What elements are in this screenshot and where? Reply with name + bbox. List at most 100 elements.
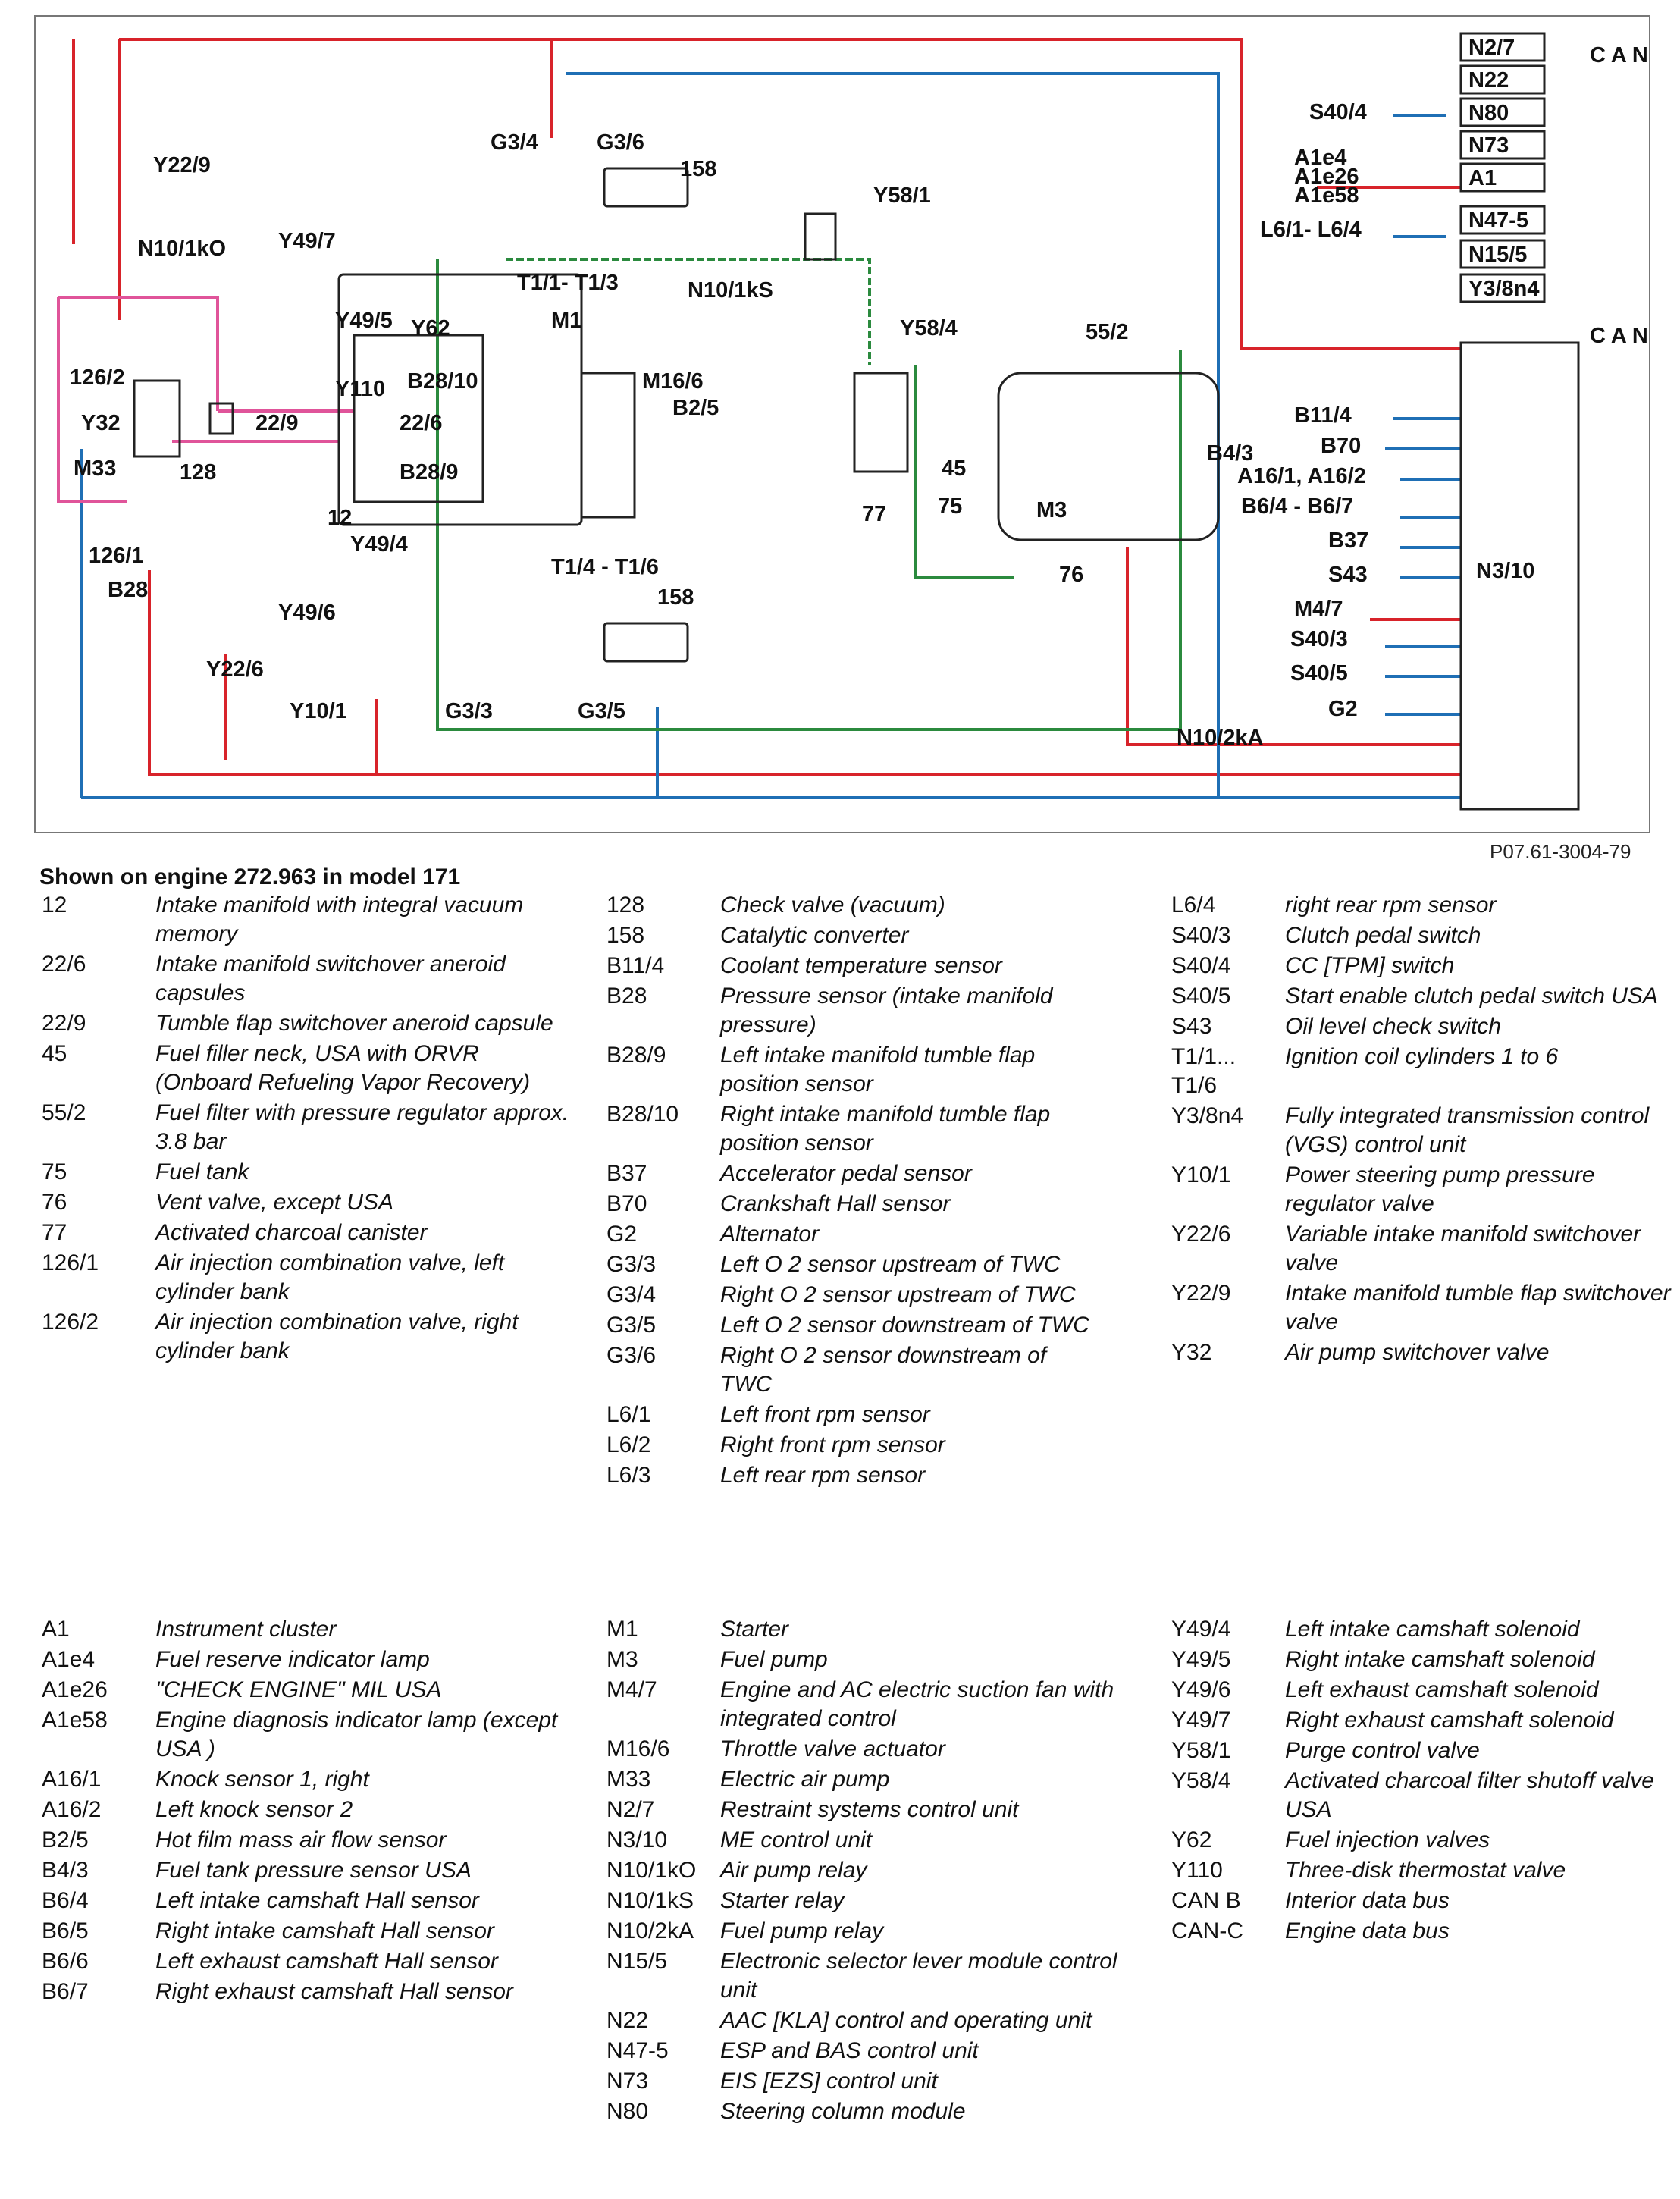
legend-description: Left O 2 sensor downstream of TWC — [720, 1313, 1089, 1338]
legend-code: A1e4 — [42, 1647, 96, 1672]
legend-description: Interior data bus — [1285, 1888, 1450, 1913]
legend-code: B6/6 — [42, 1949, 89, 1974]
legend-row: B70 Crankshaft Hall sensor — [606, 1190, 1099, 1219]
legend-description: Purge control valve — [1285, 1738, 1480, 1763]
legend-row: A1e26"CHECK ENGINE" MIL USA — [42, 1676, 572, 1705]
legend-description: Power steering pump pressure regulator v… — [1285, 1162, 1595, 1216]
component-label: T1/4 - T1/6 — [551, 555, 659, 579]
component-label: 128 — [180, 460, 216, 485]
intake-manifold — [353, 334, 484, 503]
legend-code: 128 — [606, 892, 645, 918]
bus-module-label: N2/7 — [1468, 36, 1515, 60]
legend-description: Intake manifold tumble flap switchover v… — [1285, 1281, 1671, 1335]
charcoal-canister — [853, 372, 909, 473]
component-label: N10/1kS — [688, 278, 773, 303]
legend-code: M1 — [606, 1617, 638, 1642]
component-label: 45 — [942, 456, 966, 481]
components — [133, 167, 1580, 811]
legend-code: A16/2 — [42, 1797, 102, 1822]
legend-description: Fuel tank — [155, 1159, 249, 1184]
component-label: Y58/4 — [900, 316, 958, 340]
figure-reference: P07.61-3004-79 — [1490, 840, 1631, 863]
component-label: B70 — [1321, 434, 1361, 458]
legend-row: N3/10 ME control unit — [606, 1826, 1137, 1855]
legend-code: T1/1... T1/6 — [1171, 1044, 1236, 1098]
legend-code: L6/2 — [606, 1432, 651, 1457]
bus-module-box — [1459, 205, 1546, 235]
component-label: B6/4 - B6/7 — [1241, 494, 1353, 519]
legend-code: Y32 — [1171, 1340, 1212, 1365]
legend-code: CAN-C — [1171, 1918, 1243, 1943]
legend-code: CAN B — [1171, 1888, 1241, 1913]
component-label: 158 — [657, 585, 694, 610]
component-label: B28/9 — [400, 460, 458, 485]
legend-code: B37 — [606, 1161, 647, 1186]
component-label: 22/6 — [400, 411, 442, 435]
legend-code: Y3/8n4 — [1171, 1103, 1244, 1128]
component-label: S43 — [1328, 563, 1368, 587]
legend-description: Engine diagnosis indicator lamp (except … — [155, 1708, 558, 1761]
legend-description: Fuel filler neck, USA with ORVR (Onboard… — [155, 1041, 531, 1095]
component-label: Y62 — [411, 316, 450, 340]
legend-description: Crankshaft Hall sensor — [720, 1191, 951, 1216]
legend-row: T1/1... T1/6 Ignition coil cylinders 1 to… — [1171, 1043, 1679, 1100]
legend-description: Fuel injection valves — [1285, 1827, 1490, 1852]
legend-description: Intake manifold with integral vacuum mem… — [155, 892, 524, 946]
legend-row: CAN B Interior data bus — [1171, 1887, 1679, 1915]
bus-module-box — [1459, 97, 1546, 127]
legend-code: B6/4 — [42, 1888, 89, 1913]
legend-code: B6/7 — [42, 1979, 89, 2004]
legend-description: Ignition coil cylinders 1 to 6 — [1285, 1044, 1559, 1069]
legend-code: Y49/4 — [1171, 1617, 1231, 1642]
legend-code: B70 — [606, 1191, 647, 1216]
legend-description: Alternator — [720, 1222, 820, 1247]
component-label: T1/1- T1/3 — [517, 271, 619, 295]
legend-code: N80 — [606, 2099, 649, 2124]
legend-description: Left intake manifold tumble flap positio… — [720, 1043, 1036, 1096]
legend-description: Left rear rpm sensor — [720, 1463, 926, 1488]
legend-description: Right intake manifold tumble flap positi… — [720, 1102, 1051, 1156]
component-label: S40/3 — [1290, 627, 1348, 651]
component-label: B37 — [1328, 529, 1368, 553]
check-valve — [208, 402, 234, 435]
legend-description: right rear rpm sensor — [1285, 892, 1497, 918]
component-label: M33 — [74, 456, 116, 481]
legend-description: Right intake camshaft solenoid — [1285, 1647, 1595, 1672]
component-label: M1 — [551, 309, 581, 333]
legend-description: Fuel reserve indicator lamp — [155, 1647, 430, 1672]
legend-row: A1e4 Fuel reserve indicator lamp — [42, 1645, 572, 1674]
catalytic-converter-right — [603, 167, 689, 208]
legend-description: Left intake camshaft solenoid — [1285, 1617, 1580, 1642]
legend-description: Fuel filter with pressure regulator appr… — [155, 1100, 569, 1154]
legend-code: N3/10 — [606, 1827, 668, 1852]
legend-code: B2/5 — [42, 1827, 89, 1852]
legend-code: B4/3 — [42, 1858, 89, 1883]
bus-module-box — [1459, 239, 1546, 269]
legend-description: Steering column module — [720, 2099, 966, 2124]
legend-description: Fuel tank pressure sensor USA — [155, 1858, 472, 1883]
legend-description: Clutch pedal switch — [1285, 923, 1481, 948]
component-label: 22/9 — [255, 411, 298, 435]
legend-description: ME control unit — [720, 1827, 873, 1852]
component-label: Y32 — [81, 411, 121, 435]
component-label: A16/1, A16/2 — [1237, 464, 1366, 488]
